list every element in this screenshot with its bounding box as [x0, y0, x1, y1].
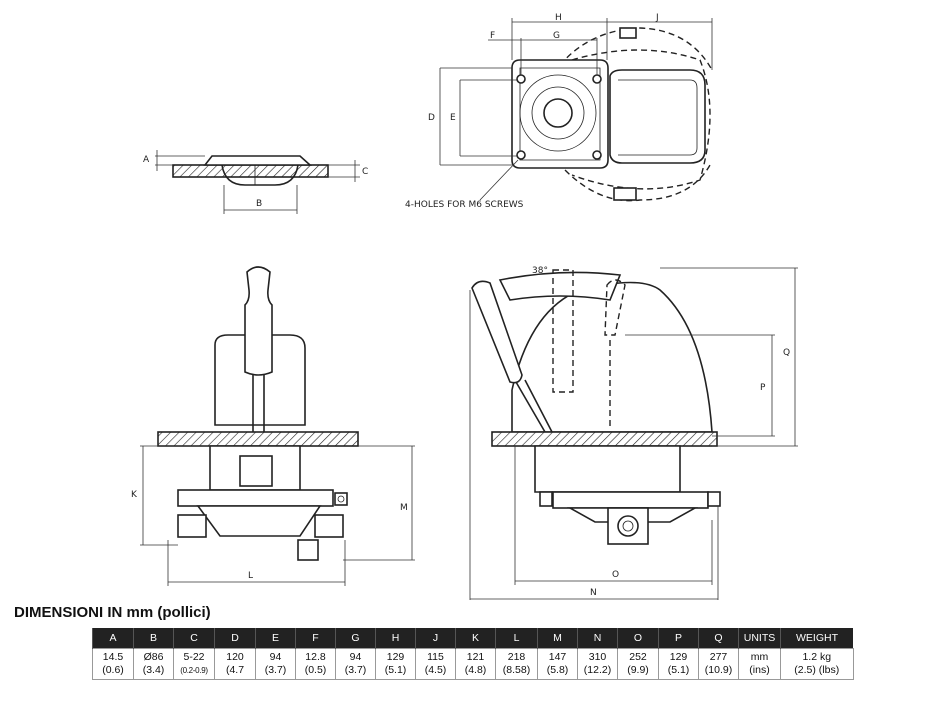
table-cell-b: Ø86(3.4)	[133, 648, 174, 680]
label-K: K	[131, 490, 138, 500]
table-cell-q: 277(10.9)	[698, 648, 739, 680]
inch-value: (4.8)	[464, 664, 487, 676]
inch-value: (3.7)	[264, 664, 287, 676]
mm-value: 94	[349, 651, 362, 663]
table-cell-l: 218(8.58)	[495, 648, 538, 680]
inch-value: (3.7)	[344, 664, 367, 676]
inch-value: (4.7	[225, 664, 245, 676]
inch-value: (5.1)	[384, 664, 407, 676]
mm-value: mm	[750, 651, 769, 663]
label-P: P	[760, 383, 766, 393]
mm-value: 1.2 kg	[802, 651, 832, 663]
inch-value: (5.1)	[667, 664, 690, 676]
table-cell-p: 129(5.1)	[658, 648, 699, 680]
table-cell-units: mm(ins)	[738, 648, 781, 680]
mm-value: 147	[548, 651, 567, 663]
label-M: M	[400, 503, 408, 513]
column-header-o: O	[617, 628, 659, 649]
label-E: E	[450, 113, 456, 123]
table-title: DIMENSIONI IN mm (pollici)	[14, 604, 211, 621]
column-header-n: N	[577, 628, 618, 649]
column-header-e: E	[255, 628, 296, 649]
table-cell-a: 14.5(0.6)	[92, 648, 134, 680]
column-header-c: C	[173, 628, 215, 649]
inch-value: (0.6)	[102, 664, 124, 676]
label-L: L	[248, 571, 253, 581]
label-angle: 38°	[532, 266, 548, 276]
mm-value: 5-22	[183, 651, 205, 663]
column-header-g: G	[335, 628, 376, 649]
inch-value: (3.4)	[142, 664, 165, 676]
table-cell-weight: 1.2 kg(2.5) (lbs)	[780, 648, 854, 680]
table-cell-o: 252(9.9)	[617, 648, 659, 680]
label-N: N	[590, 588, 597, 598]
table-cell-d: 120(4.7	[214, 648, 256, 680]
table-cell-n: 310(12.2)	[577, 648, 618, 680]
label-C: C	[362, 167, 368, 177]
mm-value: 14.5	[102, 651, 124, 663]
column-header-p: P	[658, 628, 699, 649]
inch-value: (9.9)	[627, 664, 649, 676]
table-cell-g: 94(3.7)	[335, 648, 376, 680]
column-header-k: K	[455, 628, 496, 649]
inch-value: (ins)	[749, 664, 770, 676]
label-D: D	[428, 113, 435, 123]
inch-value: (4.5)	[424, 664, 447, 676]
front-view: K M L	[131, 266, 415, 586]
inch-value: (0.5)	[304, 664, 327, 676]
mm-value: 12.8	[305, 651, 326, 663]
mm-value: 277	[709, 651, 728, 663]
inch-value: (10.9)	[704, 664, 733, 676]
table-cell-j: 115(4.5)	[415, 648, 456, 680]
table-cell-k: 121(4.8)	[455, 648, 496, 680]
mm-value: 129	[669, 651, 688, 663]
mm-value: 120	[226, 651, 244, 663]
label-G: G	[553, 31, 560, 41]
column-header-b: B	[133, 628, 174, 649]
inch-value: (5.8)	[546, 664, 569, 676]
label-O: O	[612, 570, 619, 580]
column-header-l: L	[495, 628, 538, 649]
mm-value: 129	[386, 651, 405, 663]
column-header-j: J	[415, 628, 456, 649]
table-cell-e: 94(3.7)	[255, 648, 296, 680]
inch-value: (12.2)	[583, 664, 612, 676]
holes-note: 4-HOLES FOR M6 SCREWS	[405, 200, 524, 210]
label-Q: Q	[783, 348, 790, 358]
mm-value: 121	[466, 651, 485, 663]
side-view: 38° P Q O N	[469, 266, 798, 600]
label-A: A	[143, 155, 150, 165]
mm-value: 115	[427, 651, 444, 663]
technical-drawing: A C B D	[131, 13, 798, 600]
column-header-q: Q	[698, 628, 739, 649]
label-F: F	[490, 31, 495, 41]
column-header-f: F	[295, 628, 336, 649]
column-header-units: UNITS	[738, 628, 781, 649]
mm-value: Ø86	[143, 651, 164, 663]
top-view: D E H J G F 4-HOLES FOR M6 SCREWS	[405, 13, 713, 210]
column-header-weight: WEIGHT	[780, 628, 853, 649]
mm-value: 252	[629, 651, 647, 663]
table-cell-c: 5-22 (0.2-0.9)	[173, 648, 215, 680]
column-header-d: D	[214, 628, 256, 649]
table-cell-f: 12.8(0.5)	[295, 648, 336, 680]
column-header-a: A	[92, 628, 134, 649]
label-J: J	[655, 13, 659, 23]
label-H: H	[555, 13, 562, 23]
mm-value: 310	[588, 651, 607, 663]
mm-value: 218	[507, 651, 526, 663]
column-header-m: M	[537, 628, 578, 649]
inch-value: (2.5) (lbs)	[794, 664, 840, 676]
inch-value: (0.2-0.9)	[180, 666, 208, 675]
label-B: B	[256, 199, 262, 209]
inch-value: (8.58)	[502, 664, 531, 676]
table-cell-h: 129(5.1)	[375, 648, 416, 680]
column-header-h: H	[375, 628, 416, 649]
table-cell-m: 147(5.8)	[537, 648, 578, 680]
mm-value: 94	[269, 651, 282, 663]
side-section-view: A C B	[143, 150, 368, 214]
